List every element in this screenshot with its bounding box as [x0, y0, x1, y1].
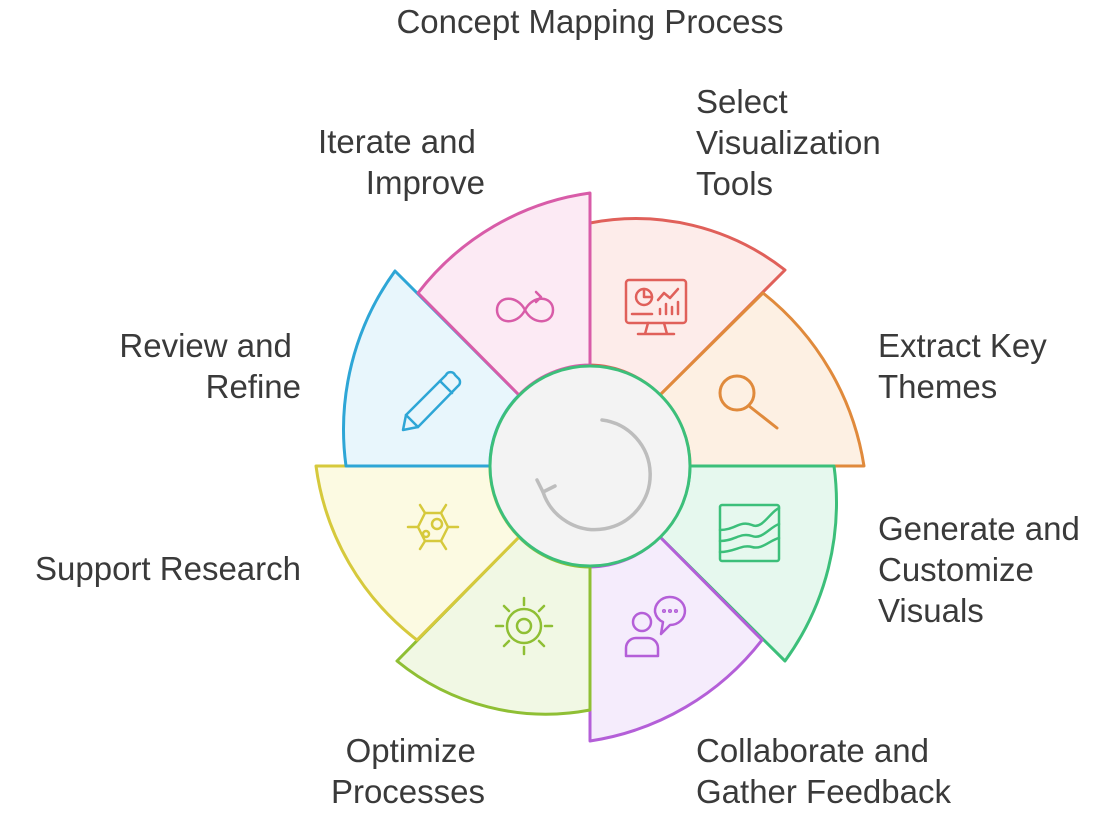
person-speech-icon — [624, 595, 687, 658]
label-iterate-and-improve: Iterate and Improve — [318, 123, 485, 201]
magnifier-icon — [718, 374, 779, 430]
label-collaborate-gather-feedback: Collaborate and Gather Feedback — [696, 732, 951, 810]
label-generate-customize-visuals: Generate and Customize Visuals — [878, 510, 1089, 629]
label-support-research: Support Research — [35, 550, 301, 587]
label-optimize-processes: Optimize Processes — [331, 732, 485, 810]
center-hub — [488, 364, 692, 568]
diagram-title: Concept Mapping Process — [396, 3, 783, 40]
gear-sun-icon — [494, 596, 554, 656]
pencil-icon — [401, 370, 462, 432]
infinity-loop-icon — [495, 290, 555, 323]
label-review-and-refine: Review and Refine — [119, 327, 301, 405]
cycle-arrow-icon — [535, 418, 652, 532]
molecule-icon — [406, 503, 460, 551]
label-select-visualization-tools: Select Visualization Tools — [696, 83, 890, 202]
area-chart-icon — [718, 503, 781, 563]
dashboard-monitor-icon — [624, 278, 688, 336]
label-extract-key-themes: Extract Key Themes — [878, 327, 1056, 405]
